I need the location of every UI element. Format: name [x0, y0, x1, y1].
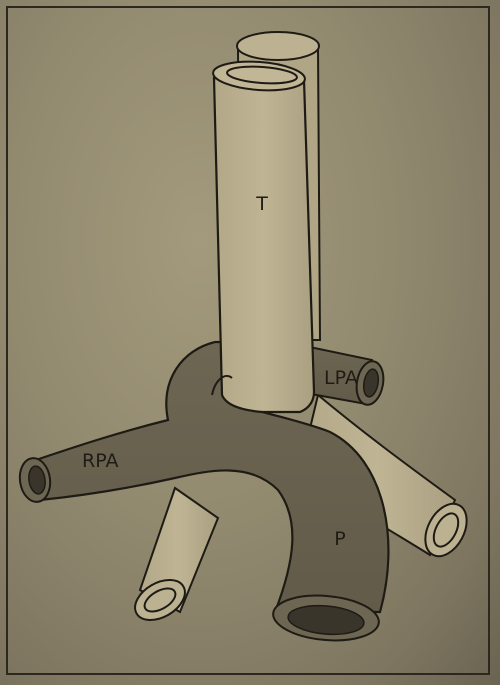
pulmonary-artery-sling: [18, 340, 390, 642]
sling-overlap-curve: [211, 375, 233, 396]
figure-border: [6, 6, 490, 675]
lower-left-light-tube: [134, 486, 220, 621]
label-lpa: LPA: [324, 367, 358, 389]
trachea-tube: [212, 60, 316, 414]
label-trachea: T: [255, 193, 268, 215]
label-rpa: RPA: [82, 450, 118, 472]
label-pulmonary: P: [334, 528, 345, 550]
